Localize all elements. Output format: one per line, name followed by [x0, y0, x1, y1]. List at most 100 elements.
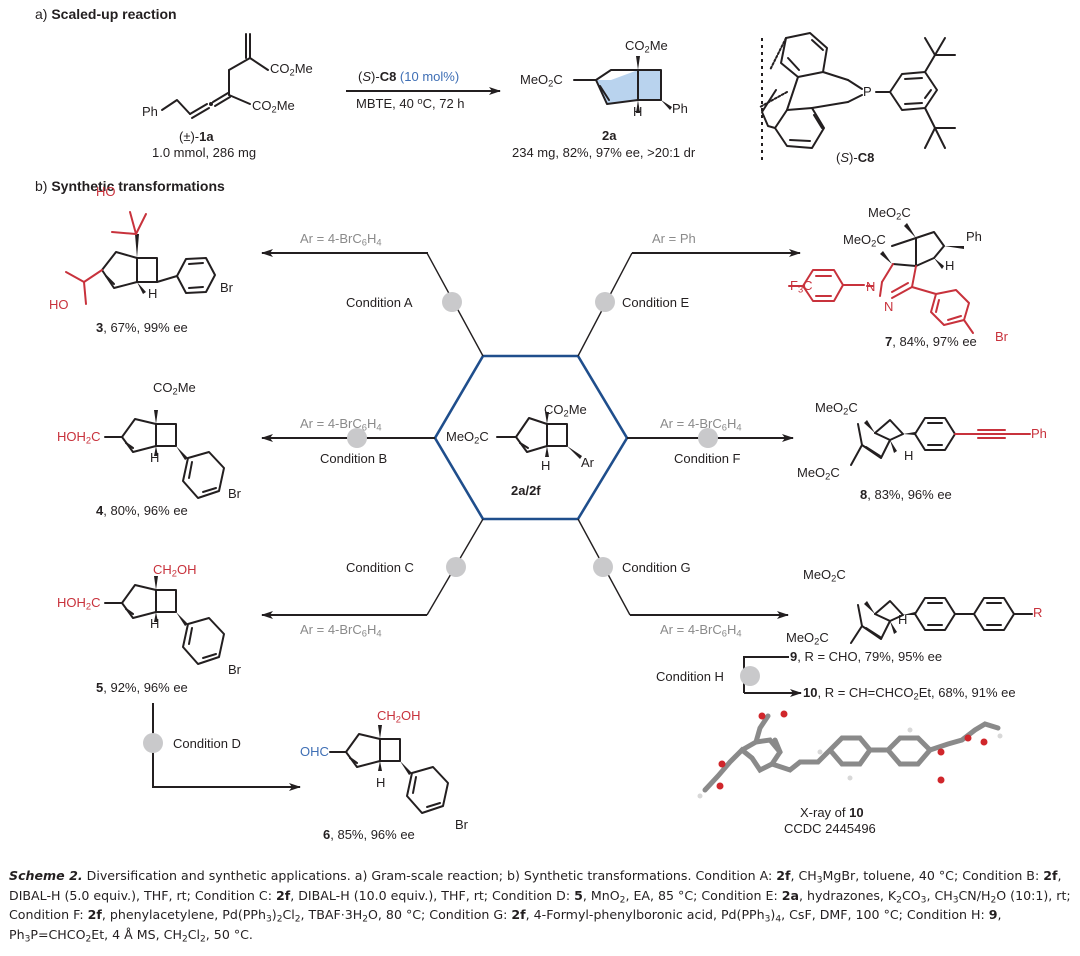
xray-atoms: [697, 710, 1003, 799]
8-num: 8: [860, 487, 868, 502]
1a-co2me-top: CO2Me: [270, 61, 313, 78]
9-meo2c-bottom: MeO2C: [786, 630, 829, 647]
2a-co2me: CO2Me: [625, 38, 668, 55]
lig-pre: (: [836, 150, 841, 165]
7-n1: N: [866, 279, 876, 294]
product-3-label: 3, 67%, 99% ee: [96, 320, 188, 335]
7-f3c: F3C: [790, 278, 813, 295]
7-result: , 84%, 97% ee: [892, 334, 977, 349]
1a-label: (±)-1a: [179, 129, 214, 144]
product-7-label: 7, 84%, 97% ee: [885, 334, 977, 349]
cat-c8: C8: [379, 69, 397, 84]
5-ch2oh: CH2OH: [153, 562, 197, 579]
catalyst-line: (S)-C8 (10 mol%): [358, 69, 459, 84]
7-h: H: [945, 258, 955, 273]
1a-amount: 1.0 mmol, 286 mg: [152, 145, 257, 160]
10-result-post: Et, 68%, 91% ee: [918, 685, 1016, 700]
5-num: 5: [96, 680, 104, 695]
10-result-pre: , R = CH=CHCO: [817, 685, 914, 700]
xray-label: X-ray of 10: [800, 805, 864, 820]
2a-ph: Ph: [672, 101, 688, 116]
1a-number: 1a: [199, 129, 214, 144]
condition-f-label[interactable]: Condition F: [674, 451, 741, 466]
xray-ccdc: CCDC 2445496: [784, 821, 876, 836]
lig-c8: C8: [857, 150, 875, 165]
condition-e-label[interactable]: Condition E: [622, 295, 690, 310]
ligand-c8-structure: [759, 32, 956, 149]
6-br: Br: [455, 817, 468, 832]
cat-s: S: [362, 69, 372, 84]
5-h: H: [150, 616, 160, 631]
hub-co2me: CO2Me: [544, 402, 587, 419]
node-condition-a[interactable]: [442, 292, 462, 312]
3-num: 3: [96, 320, 104, 335]
node-condition-c[interactable]: [446, 557, 466, 577]
ar-label-c: Ar = 4-BrC6H4: [300, 622, 382, 639]
5-result: , 92%, 96% ee: [103, 680, 188, 695]
node-condition-d[interactable]: [143, 733, 163, 753]
6-h: H: [376, 775, 386, 790]
9-meo2c-top: MeO2C: [803, 567, 846, 584]
product-5-label: 5, 92%, 96% ee: [96, 680, 188, 695]
ar-label-a: Ar = 4-BrC6H4: [300, 231, 382, 248]
product-8-structure: [850, 417, 1031, 466]
2a-meo2c: MeO2C: [520, 72, 563, 89]
product-9-structure: [850, 597, 1033, 644]
hub-ar: Ar: [581, 455, 594, 470]
ar-label-f: Ar = 4-BrC6H4: [660, 416, 742, 433]
cat-loading: (10 mol%): [396, 69, 460, 84]
product-5-structure: [104, 576, 225, 665]
section-b-heading: Synthetic transformations: [51, 178, 225, 194]
10-result-sub: 2: [913, 691, 919, 702]
3-h: H: [148, 286, 158, 301]
4-h: H: [150, 450, 160, 465]
1a-ph: Ph: [142, 104, 158, 119]
node-condition-g[interactable]: [593, 557, 613, 577]
condition-a-label[interactable]: Condition A: [346, 295, 413, 310]
condition-d-label[interactable]: Condition D: [173, 736, 241, 751]
3-ho-top: HO: [96, 184, 116, 199]
hub-meo2c: MeO2C: [446, 429, 489, 446]
ar-label-b: Ar = 4-BrC6H4: [300, 416, 382, 433]
3-result: , 67%, 99% ee: [103, 320, 188, 335]
xray-pre: X-ray of: [800, 805, 850, 820]
section-b-prefix: b): [35, 178, 48, 194]
product-6-structure: [329, 725, 449, 814]
node-condition-h[interactable]: [740, 666, 760, 686]
7-n2: N: [884, 299, 894, 314]
product-3-structure: [65, 211, 216, 305]
caption-label: Scheme 2.: [9, 868, 83, 883]
cat-pre: (: [358, 69, 363, 84]
section-a-heading: Scaled-up reaction: [51, 6, 177, 22]
node-condition-f[interactable]: [698, 428, 718, 448]
7-meo2c-top: MeO2C: [868, 205, 911, 222]
9-num: 9: [790, 649, 798, 664]
4-co2me: CO2Me: [153, 380, 196, 397]
hub-2a2f-structure: [496, 412, 582, 459]
section-b-title: b) Synthetic transformations: [35, 178, 225, 194]
product-10-label: 10, R = CH=CHCO2Et, 68%, 91% ee: [803, 685, 1016, 702]
4-num: 4: [96, 503, 104, 518]
xray-structure-10: [702, 713, 1001, 793]
caption-body: Diversification and synthetic applicatio…: [9, 868, 1071, 944]
4-result: , 80%, 96% ee: [103, 503, 188, 518]
product-4-structure: [104, 410, 225, 499]
product-7-structure: [788, 223, 974, 334]
8-meo2c-top: MeO2C: [815, 400, 858, 417]
condition-c-label[interactable]: Condition C: [346, 560, 414, 575]
2a-h: H: [633, 104, 643, 119]
condition-g-label[interactable]: Condition G: [622, 560, 691, 575]
condition-h-label[interactable]: Condition H: [656, 669, 724, 684]
9-r: R: [1033, 605, 1043, 620]
lig-mid: )-: [849, 150, 858, 165]
product-8-label: 8, 83%, 96% ee: [860, 487, 952, 502]
condition-b-label[interactable]: Condition B: [320, 451, 388, 466]
6-num: 6: [323, 827, 331, 842]
1a-prefix: (±)-: [179, 129, 200, 144]
figure-caption: Scheme 2. Diversification and synthetic …: [9, 866, 1079, 944]
node-condition-e[interactable]: [595, 292, 615, 312]
3-br: Br: [220, 280, 233, 295]
node-condition-b[interactable]: [347, 428, 367, 448]
ligand-label: (S)-C8: [836, 150, 874, 165]
section-a-title: a) Scaled-up reaction: [35, 6, 177, 22]
